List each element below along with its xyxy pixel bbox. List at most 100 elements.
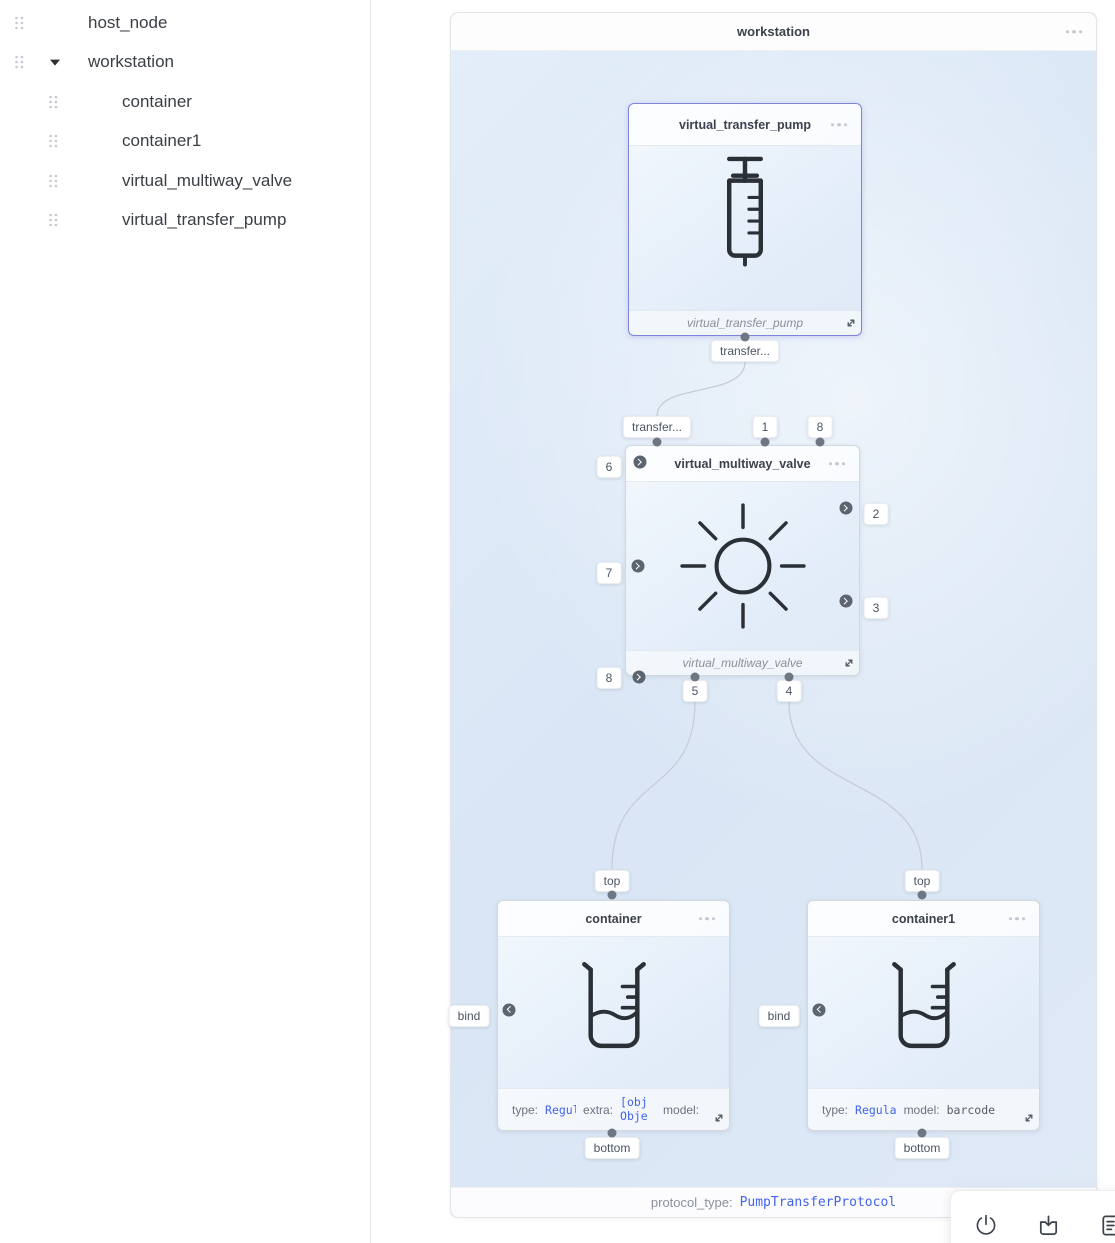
node-footer: virtual_multiway_valve: [626, 650, 859, 675]
protocol-type-label: protocol_type:: [650, 1195, 733, 1210]
port-chip-container1-bind[interactable]: bind: [758, 1005, 800, 1027]
tree-item-label: workstation: [88, 52, 174, 72]
chevron-down-icon[interactable]: [50, 59, 60, 66]
multiway-valve-icon: [679, 503, 806, 629]
sidebar-item-container[interactable]: container: [0, 82, 370, 122]
tree-item-label: virtual_multiway_valve: [122, 170, 293, 190]
port-dot-container-bind[interactable]: [502, 1003, 516, 1017]
node-header[interactable]: container: [498, 901, 729, 937]
port-dot-valve-5[interactable]: [690, 672, 700, 682]
syringe-icon: [726, 156, 764, 267]
node-footer: virtual_transfer_pump: [629, 310, 861, 335]
port-chip-valve-5[interactable]: 5: [682, 680, 708, 702]
port-dot-valve-8-top[interactable]: [815, 437, 825, 447]
port-chip-container-top[interactable]: top: [594, 870, 630, 892]
field-label-extra: extra:: [583, 1102, 614, 1117]
port-chip-valve-transfer[interactable]: transfer...: [622, 416, 692, 438]
port-chip-pump-transfer[interactable]: transfer...: [710, 340, 780, 362]
node-title: container1: [891, 911, 956, 926]
port-dot-container1-top[interactable]: [917, 890, 927, 900]
port-chip-valve-7[interactable]: 7: [596, 562, 622, 584]
group-header[interactable]: workstation: [451, 13, 1096, 51]
port-dot-container-top[interactable]: [607, 890, 617, 900]
beaker-icon: [891, 961, 956, 1048]
field-label-type: type:: [822, 1102, 849, 1117]
field-value-type[interactable]: Regul: [545, 1102, 576, 1117]
document-icon[interactable]: [1097, 1212, 1115, 1238]
field-value-type[interactable]: Regula: [855, 1102, 897, 1117]
sidebar-item-virtual-multiway-valve[interactable]: virtual_multiway_valve: [0, 161, 370, 201]
more-menu-icon[interactable]: [828, 461, 845, 466]
more-menu-icon[interactable]: [830, 122, 847, 127]
sidebar-item-host-node[interactable]: host_node: [0, 3, 370, 43]
sidebar: host_node workstation container containe…: [0, 0, 371, 1243]
graph-canvas[interactable]: workstation protocol_type: PumpTransferP…: [371, 0, 1115, 1243]
resize-icon[interactable]: [846, 317, 856, 331]
sidebar-item-container1[interactable]: container1: [0, 122, 370, 162]
resize-icon[interactable]: [844, 657, 854, 671]
port-dot-valve-2[interactable]: [839, 501, 853, 515]
field-label-model: model:: [663, 1102, 700, 1117]
more-menu-icon[interactable]: [698, 916, 715, 921]
port-dot-pump-bottom[interactable]: [740, 332, 750, 342]
port-dot-container1-bottom[interactable]: [917, 1128, 927, 1138]
port-dot-valve-6[interactable]: [633, 455, 647, 469]
node-body: [626, 482, 859, 650]
resize-icon[interactable]: [1024, 1112, 1034, 1126]
port-chip-container-bottom[interactable]: bottom: [584, 1137, 640, 1159]
node-body: [629, 146, 861, 310]
port-dot-valve-7[interactable]: [631, 559, 645, 573]
more-menu-icon[interactable]: [1065, 29, 1082, 34]
node-virtual-multiway-valve[interactable]: virtual_multiway_valve: [625, 445, 860, 676]
node-footer-label: virtual_multiway_valve: [682, 656, 803, 670]
node-fields: type: Regula model: barcode: [808, 1088, 1039, 1130]
drag-handle-icon[interactable]: [48, 134, 59, 149]
port-dot-valve-transfer[interactable]: [652, 437, 662, 447]
drag-handle-icon[interactable]: [48, 213, 59, 228]
field-value-model[interactable]: barcode: [946, 1102, 996, 1117]
port-dot-valve-3[interactable]: [839, 594, 853, 608]
resize-icon[interactable]: [714, 1112, 724, 1126]
node-body: [498, 937, 729, 1088]
field-label-model: model:: [903, 1102, 940, 1117]
more-menu-icon[interactable]: [1008, 916, 1025, 921]
node-title: virtual_multiway_valve: [674, 456, 811, 471]
node-header[interactable]: virtual_transfer_pump: [629, 104, 861, 146]
drag-handle-icon[interactable]: [14, 15, 25, 30]
port-dot-valve-1[interactable]: [760, 437, 770, 447]
protocol-type-value: PumpTransferProtocol: [739, 1195, 897, 1210]
sidebar-item-workstation[interactable]: workstation: [0, 43, 370, 83]
port-chip-container1-top[interactable]: top: [904, 870, 940, 892]
port-chip-container1-bottom[interactable]: bottom: [894, 1137, 950, 1159]
beaker-icon: [581, 961, 646, 1048]
port-chip-valve-6[interactable]: 6: [596, 456, 622, 478]
import-icon[interactable]: [1035, 1212, 1061, 1238]
sidebar-item-virtual-transfer-pump[interactable]: virtual_transfer_pump: [0, 201, 370, 241]
node-header[interactable]: container1: [808, 901, 1039, 937]
tree-item-label: container1: [122, 131, 202, 151]
drag-handle-icon[interactable]: [48, 94, 59, 109]
node-title: container: [585, 911, 642, 926]
port-dot-container1-bind[interactable]: [812, 1003, 826, 1017]
drag-handle-icon[interactable]: [48, 173, 59, 188]
port-chip-valve-1[interactable]: 1: [752, 416, 778, 438]
field-value-extra[interactable]: [obj Obje: [620, 1095, 648, 1123]
port-chip-valve-4[interactable]: 4: [776, 680, 802, 702]
node-header[interactable]: virtual_multiway_valve: [626, 446, 859, 482]
port-dot-valve-8-left[interactable]: [632, 670, 646, 684]
port-dot-valve-4[interactable]: [784, 672, 794, 682]
port-chip-valve-8-left[interactable]: 8: [596, 667, 622, 689]
port-chip-valve-8-top[interactable]: 8: [807, 416, 833, 438]
power-icon[interactable]: [973, 1212, 999, 1238]
port-chip-valve-3[interactable]: 3: [863, 597, 889, 619]
drag-handle-icon[interactable]: [14, 55, 25, 70]
node-container1[interactable]: container1 type: Regula: [807, 900, 1040, 1131]
port-chip-valve-2[interactable]: 2: [863, 503, 889, 525]
node-container[interactable]: container type: Regul: [497, 900, 730, 1131]
port-chip-container-bind[interactable]: bind: [448, 1005, 490, 1027]
node-footer-label: virtual_transfer_pump: [686, 316, 804, 330]
node-title: virtual_transfer_pump: [679, 117, 811, 132]
canvas-toolbar: [950, 1190, 1115, 1243]
node-virtual-transfer-pump[interactable]: virtual_transfer_pump: [628, 103, 862, 336]
port-dot-container-bottom[interactable]: [607, 1128, 617, 1138]
